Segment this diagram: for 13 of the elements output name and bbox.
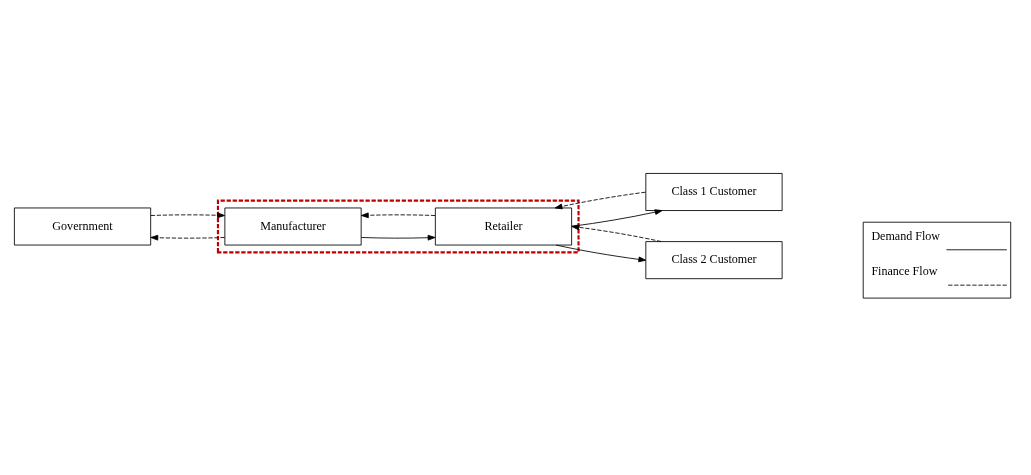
arrow xyxy=(149,234,225,241)
arrow xyxy=(360,234,435,241)
legend-label: Finance Flow xyxy=(870,263,937,278)
node-box: Class 1 Customer xyxy=(644,173,783,211)
node-box: Retailer xyxy=(434,207,572,246)
arrow xyxy=(149,212,225,219)
node-box: Government xyxy=(13,207,151,246)
node-box: Class 2 Customer xyxy=(644,241,783,280)
node-box: Manufacturer xyxy=(223,207,362,246)
arrow xyxy=(360,212,435,219)
arrow xyxy=(554,191,646,210)
legend-label: Demand Flow xyxy=(870,228,940,243)
arrow xyxy=(570,224,661,242)
